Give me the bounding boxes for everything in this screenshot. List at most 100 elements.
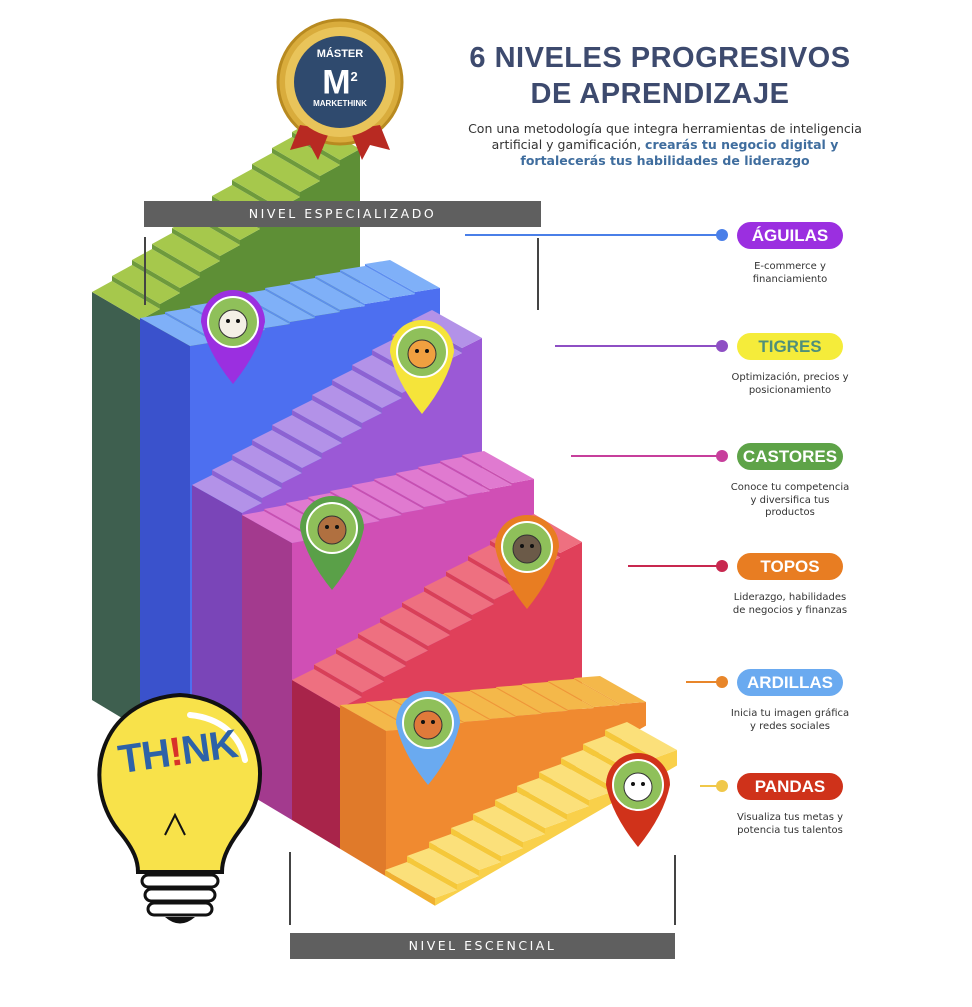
stair-tread-yellow <box>517 778 589 814</box>
stair-tread-magenta <box>330 487 402 519</box>
stair-riser-purple <box>212 470 262 503</box>
connector-dot <box>716 340 728 352</box>
stair-riser-magenta <box>352 485 402 515</box>
stair-riser-purple <box>272 425 322 458</box>
stair-riser-red <box>380 618 428 651</box>
stair-riser-green <box>172 228 220 261</box>
page-title: 6 NIVELES PROGRESIVOS DE APRENDIZAJE <box>455 40 865 112</box>
level-pill-3: TOPOS <box>737 553 843 580</box>
bulb-screw-ring <box>143 887 217 903</box>
stair-riser-magenta <box>396 473 446 503</box>
level-description: E-commerce y financiamiento <box>752 261 828 285</box>
stair-tread-purple <box>332 370 402 408</box>
stair-riser-yellow <box>407 856 457 890</box>
eagle-pin-icon <box>201 290 265 384</box>
stair-riser-red <box>314 664 362 697</box>
eye <box>325 525 329 529</box>
stair-riser-green <box>152 244 200 277</box>
level-description: Visualiza tus metas y potencia tus talen… <box>736 812 844 836</box>
badge-center <box>294 36 386 128</box>
stair-tread-purple <box>232 445 302 483</box>
beaver-face-icon <box>317 515 347 545</box>
title-line-2: DE APRENDIZAJE <box>530 78 790 110</box>
stair-tread-yellow <box>429 834 501 870</box>
stair-tread-green <box>92 281 160 320</box>
stair-riser-yellow <box>429 842 479 876</box>
stair-riser-yellow <box>517 786 567 820</box>
banner-nivel-especializado: NIVEL ESPECIALIZADO <box>144 201 541 227</box>
banner-nivel-escencial: NIVEL ESCENCIAL <box>290 933 675 959</box>
stair-tread-blue <box>340 266 415 298</box>
stair-riser-yellow <box>561 758 611 792</box>
stair-tread-yellow <box>605 722 677 758</box>
stair-tread-blue <box>140 314 215 346</box>
stair-riser-purple <box>232 455 282 488</box>
badge-top-text: MÁSTER <box>316 48 364 60</box>
level-pill-5: PANDAS <box>737 773 843 800</box>
connector-dot <box>716 229 728 241</box>
level-pill-1: TIGRES <box>737 333 843 360</box>
connector-dot <box>716 780 728 792</box>
eye <box>530 544 534 548</box>
stair-riser-purple <box>332 380 382 413</box>
stair-riser-magenta <box>462 455 512 485</box>
stair-tread-orange <box>548 679 620 707</box>
stair-tread-purple <box>412 310 482 348</box>
stair-riser-orange <box>574 678 620 705</box>
stair-riser-yellow <box>451 828 501 862</box>
stair-tread-yellow <box>495 792 567 828</box>
stair-tread-orange <box>444 691 516 719</box>
master-badge-text: MÁSTER M2 MARKETHINK <box>305 48 375 108</box>
eye <box>641 782 645 786</box>
stair-tread-yellow <box>407 848 479 884</box>
stair-tread-red <box>402 591 472 631</box>
stair-tread-orange <box>522 682 594 710</box>
badge-ribbon-left <box>290 125 330 160</box>
stair-riser-magenta <box>418 467 468 497</box>
level-pill-2: CASTORES <box>737 443 843 470</box>
bulb-filament <box>164 812 186 836</box>
stair-tread-magenta <box>418 463 490 495</box>
stair-tread-orange <box>496 685 568 713</box>
eye <box>631 782 635 786</box>
stair-riser-purple <box>292 410 342 443</box>
level-description: Conoce tu competencia y diversifica tus … <box>730 482 850 518</box>
connector-dot <box>716 676 728 688</box>
stair-front-green <box>92 292 140 729</box>
stair-tread-blue <box>240 290 315 322</box>
subtitle-plain: Con una metodología que integra herramie… <box>468 121 862 152</box>
stair-tread-blue <box>365 260 440 292</box>
subtitle: Con una metodología que integra herramie… <box>465 121 865 169</box>
stair-riser-red <box>424 587 472 620</box>
master-badge-icon <box>276 18 404 160</box>
eye <box>431 720 435 724</box>
mole-face-icon <box>512 534 542 564</box>
eye <box>226 319 230 323</box>
stair-tread-purple <box>192 475 262 513</box>
eagle-face-icon <box>218 309 248 339</box>
stair-front-yellow <box>385 870 435 906</box>
stair-tread-red <box>358 622 428 662</box>
mole-pin-icon <box>495 515 559 609</box>
stair-tread-yellow <box>451 820 523 856</box>
stair-tread-red <box>314 653 384 693</box>
stair-riser-red <box>402 602 450 635</box>
think-c: NK <box>178 721 240 774</box>
stair-tread-magenta <box>374 475 446 507</box>
tiger-pin-icon <box>390 320 454 414</box>
stair-riser-blue <box>165 312 215 342</box>
stair-tread-magenta <box>440 457 512 489</box>
stair-tread-purple <box>272 415 342 453</box>
eye <box>520 544 524 548</box>
stair-riser-blue <box>265 288 315 318</box>
stair-riser-yellow <box>539 772 589 806</box>
level-pill-4: ARDILLAS <box>737 669 843 696</box>
stair-riser-orange <box>470 690 516 717</box>
stair-tread-red <box>446 560 516 600</box>
eye <box>425 349 429 353</box>
stair-tread-red <box>336 638 406 677</box>
stair-tread-magenta <box>242 511 314 543</box>
stair-tread-purple <box>212 460 282 498</box>
bulb-glass <box>97 692 262 874</box>
